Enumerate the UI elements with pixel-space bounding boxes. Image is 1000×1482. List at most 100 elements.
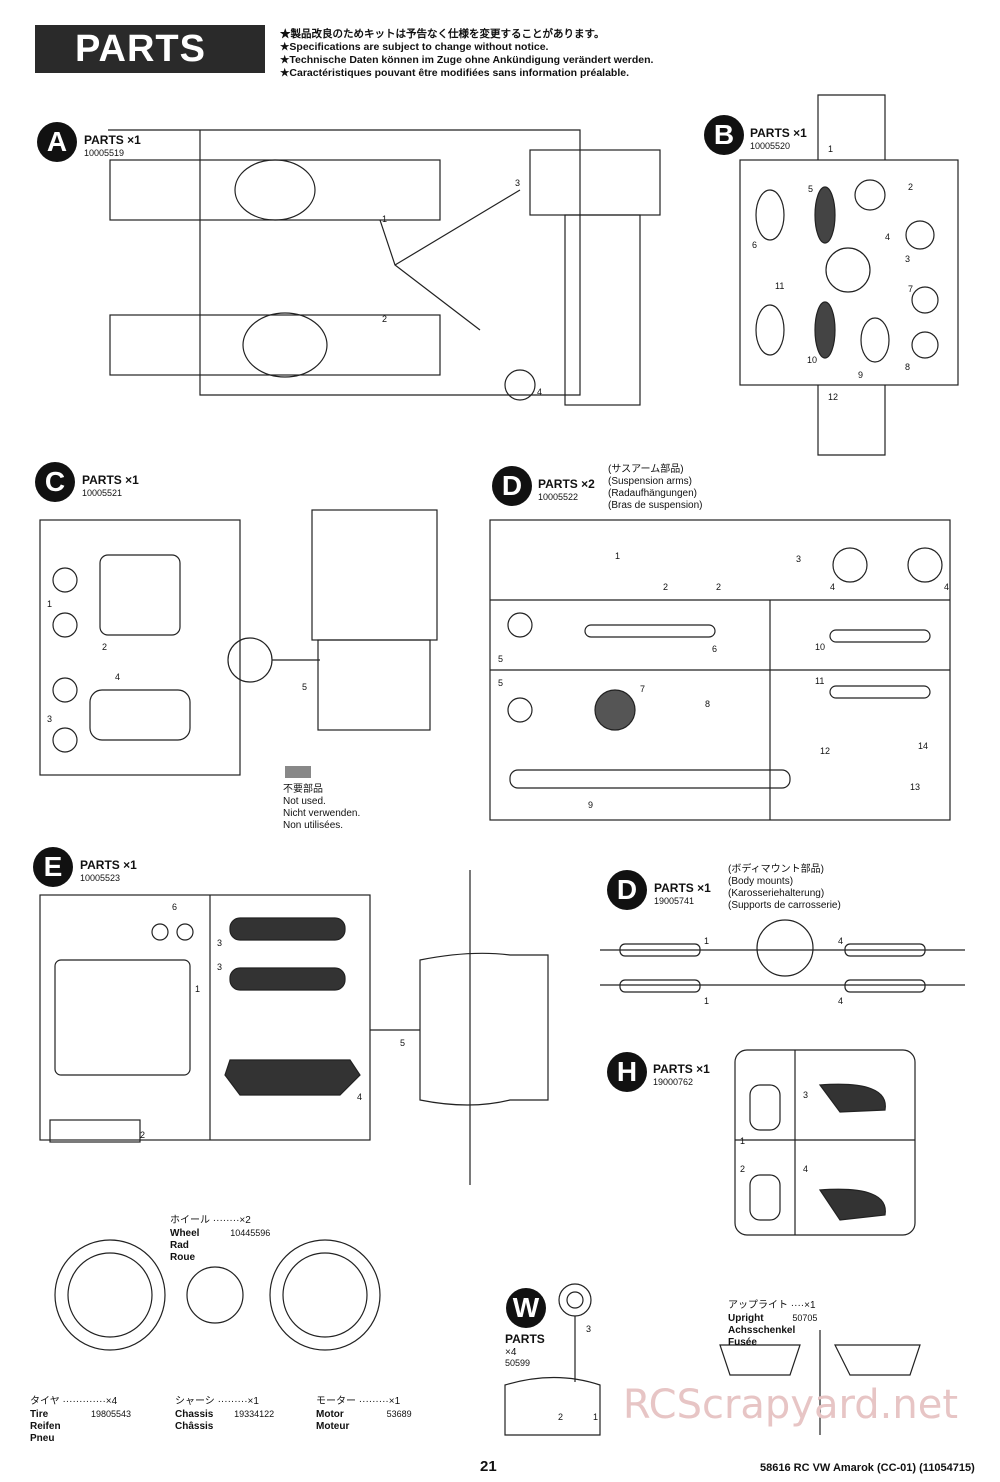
svg-text:3: 3 — [803, 1090, 808, 1100]
wheel-jp: ホイール ········×2 — [170, 1215, 251, 1226]
tree-h-title: PARTS ×1 — [653, 1062, 710, 1076]
svg-text:5: 5 — [400, 1038, 405, 1048]
sprue-e-frame — [39, 894, 371, 1141]
tree-d-badge: D — [492, 466, 532, 506]
tree-b-badge: B — [704, 115, 744, 155]
tree-d-desc-jp: (サスアーム部品) — [608, 464, 684, 475]
tree-b-code: 10005520 — [750, 141, 791, 151]
parts-title: PARTS — [75, 28, 206, 70]
tree-d2-desc-de: (Karosseriehalterung) — [728, 888, 825, 899]
wheel-left — [54, 1239, 166, 1351]
svg-text:2: 2 — [558, 1412, 563, 1422]
motor-jp: モーター ·········×1 — [316, 1396, 401, 1407]
svg-text:1: 1 — [828, 144, 833, 154]
svg-text:5: 5 — [498, 654, 503, 664]
svg-text:3: 3 — [217, 962, 222, 972]
tree-e-badge: E — [33, 847, 73, 887]
footer-part-motor: モーター ·········×1 Motor 53689 Moteur — [316, 1396, 412, 1433]
tree-d2-desc-jp: (ボディマウント部品) — [728, 864, 824, 875]
tree-d-title: PARTS ×2 — [538, 477, 595, 491]
svg-text:5: 5 — [498, 678, 503, 688]
svg-text:2: 2 — [716, 582, 721, 592]
svg-text:7: 7 — [908, 284, 913, 294]
svg-text:5: 5 — [302, 682, 307, 692]
parts-header: PARTS — [35, 25, 265, 73]
svg-text:12: 12 — [820, 746, 830, 756]
tree-a-title: PARTS ×1 — [84, 133, 141, 147]
motor-de: Moteur — [316, 1421, 350, 1432]
axle-housing-1 — [109, 159, 441, 221]
svg-text:12: 12 — [828, 392, 838, 402]
wheel-code: 10445596 — [230, 1228, 271, 1238]
tree-c-badge: C — [35, 462, 75, 502]
svg-text:2: 2 — [140, 1130, 145, 1140]
tree-a-badge: A — [37, 122, 77, 162]
svg-text:14: 14 — [918, 741, 928, 751]
wheel-right — [269, 1239, 381, 1351]
svg-text:10: 10 — [807, 355, 817, 365]
svg-text:4: 4 — [885, 232, 890, 242]
note-fr: ★Caractéristiques pouvant être modifiées… — [280, 67, 630, 79]
svg-text:2: 2 — [382, 314, 387, 324]
wheel-de: Rad — [170, 1240, 189, 1251]
svg-text:6: 6 — [752, 240, 757, 250]
tire-fr: Pneu — [30, 1433, 55, 1444]
tree-w-title: PARTS — [505, 1332, 545, 1346]
tree-h-badge: H — [607, 1052, 647, 1092]
model-line: 58616 RC VW Amarok (CC-01) (11054715) — [760, 1462, 975, 1474]
tire-en: Tire — [30, 1409, 49, 1420]
note-jp: ★製品改良のためキットは予告なく仕様を変更することがあります。 — [280, 28, 605, 40]
upright-en: Upright — [728, 1313, 764, 1324]
svg-text:8: 8 — [905, 362, 910, 372]
watermark: RCScrapyard.net — [622, 1382, 958, 1428]
not-used-fr: Non utilisées. — [283, 820, 344, 831]
svg-text:4: 4 — [803, 1164, 808, 1174]
note-de: ★Technische Daten können im Zuge ohne An… — [280, 54, 654, 66]
svg-text:4: 4 — [357, 1092, 362, 1102]
upright-code: 50705 — [792, 1313, 818, 1323]
svg-text:3: 3 — [217, 938, 222, 948]
svg-text:11: 11 — [775, 281, 784, 291]
svg-text:1: 1 — [704, 936, 709, 946]
tree-d-desc-en: (Suspension arms) — [608, 476, 692, 487]
tree-e-title: PARTS ×1 — [80, 858, 137, 872]
tree-w-badge: W — [506, 1288, 546, 1328]
svg-text:1: 1 — [740, 1136, 745, 1146]
note-en: ★Specifications are subject to change wi… — [280, 41, 549, 53]
tree-d2-code: 19005741 — [654, 896, 695, 906]
svg-text:3: 3 — [586, 1324, 591, 1334]
diff-cover-1 — [234, 159, 316, 221]
svg-text:4: 4 — [115, 672, 120, 682]
not-used-en: Not used. — [283, 796, 326, 807]
wheel-fr: Roue — [170, 1252, 195, 1263]
tree-b-title: PARTS ×1 — [750, 126, 807, 140]
sprue-h-frame — [734, 1049, 916, 1236]
svg-text:13: 13 — [910, 782, 920, 792]
ring-part — [504, 369, 536, 401]
spec-notes: ★製品改良のためキットは予告なく仕様を変更することがあります。 ★Specifi… — [280, 28, 653, 80]
svg-text:4: 4 — [944, 582, 949, 592]
sprue-a-frame — [108, 129, 581, 396]
tree-d2-desc-en: (Body mounts) — [728, 876, 794, 887]
wheel-caption: ホイール ········×2 Wheel 10445596 Rad Roue — [170, 1215, 270, 1264]
svg-text:1: 1 — [195, 984, 200, 994]
tree-d-desc-de: (Radaufhängungen) — [608, 488, 697, 499]
tree-d-desc-fr: (Bras de suspension) — [608, 500, 703, 511]
svg-text:3: 3 — [796, 554, 801, 564]
tree-c-title: PARTS ×1 — [82, 473, 139, 487]
tree-h-code: 19000762 — [653, 1077, 694, 1087]
tree-d2-desc-fr: (Supports de carrosserie) — [728, 900, 841, 911]
page-number: 21 — [480, 1458, 497, 1475]
footer-part-chassis: シャーシ ·········×1 Chassis 19334122 Châssi… — [175, 1396, 274, 1433]
axle-housing-2 — [109, 314, 441, 376]
svg-text:2: 2 — [908, 182, 913, 192]
gearbox-top — [529, 149, 661, 216]
not-used-note: 不要部品 Not used. Nicht verwenden. Non util… — [283, 784, 360, 832]
svg-text:5: 5 — [808, 184, 813, 194]
svg-text:3: 3 — [47, 714, 52, 724]
svg-text:8: 8 — [705, 699, 710, 709]
svg-text:6: 6 — [172, 902, 177, 912]
motor-code: 53689 — [386, 1409, 412, 1419]
svg-text:2: 2 — [740, 1164, 745, 1174]
svg-text:1: 1 — [382, 214, 387, 224]
